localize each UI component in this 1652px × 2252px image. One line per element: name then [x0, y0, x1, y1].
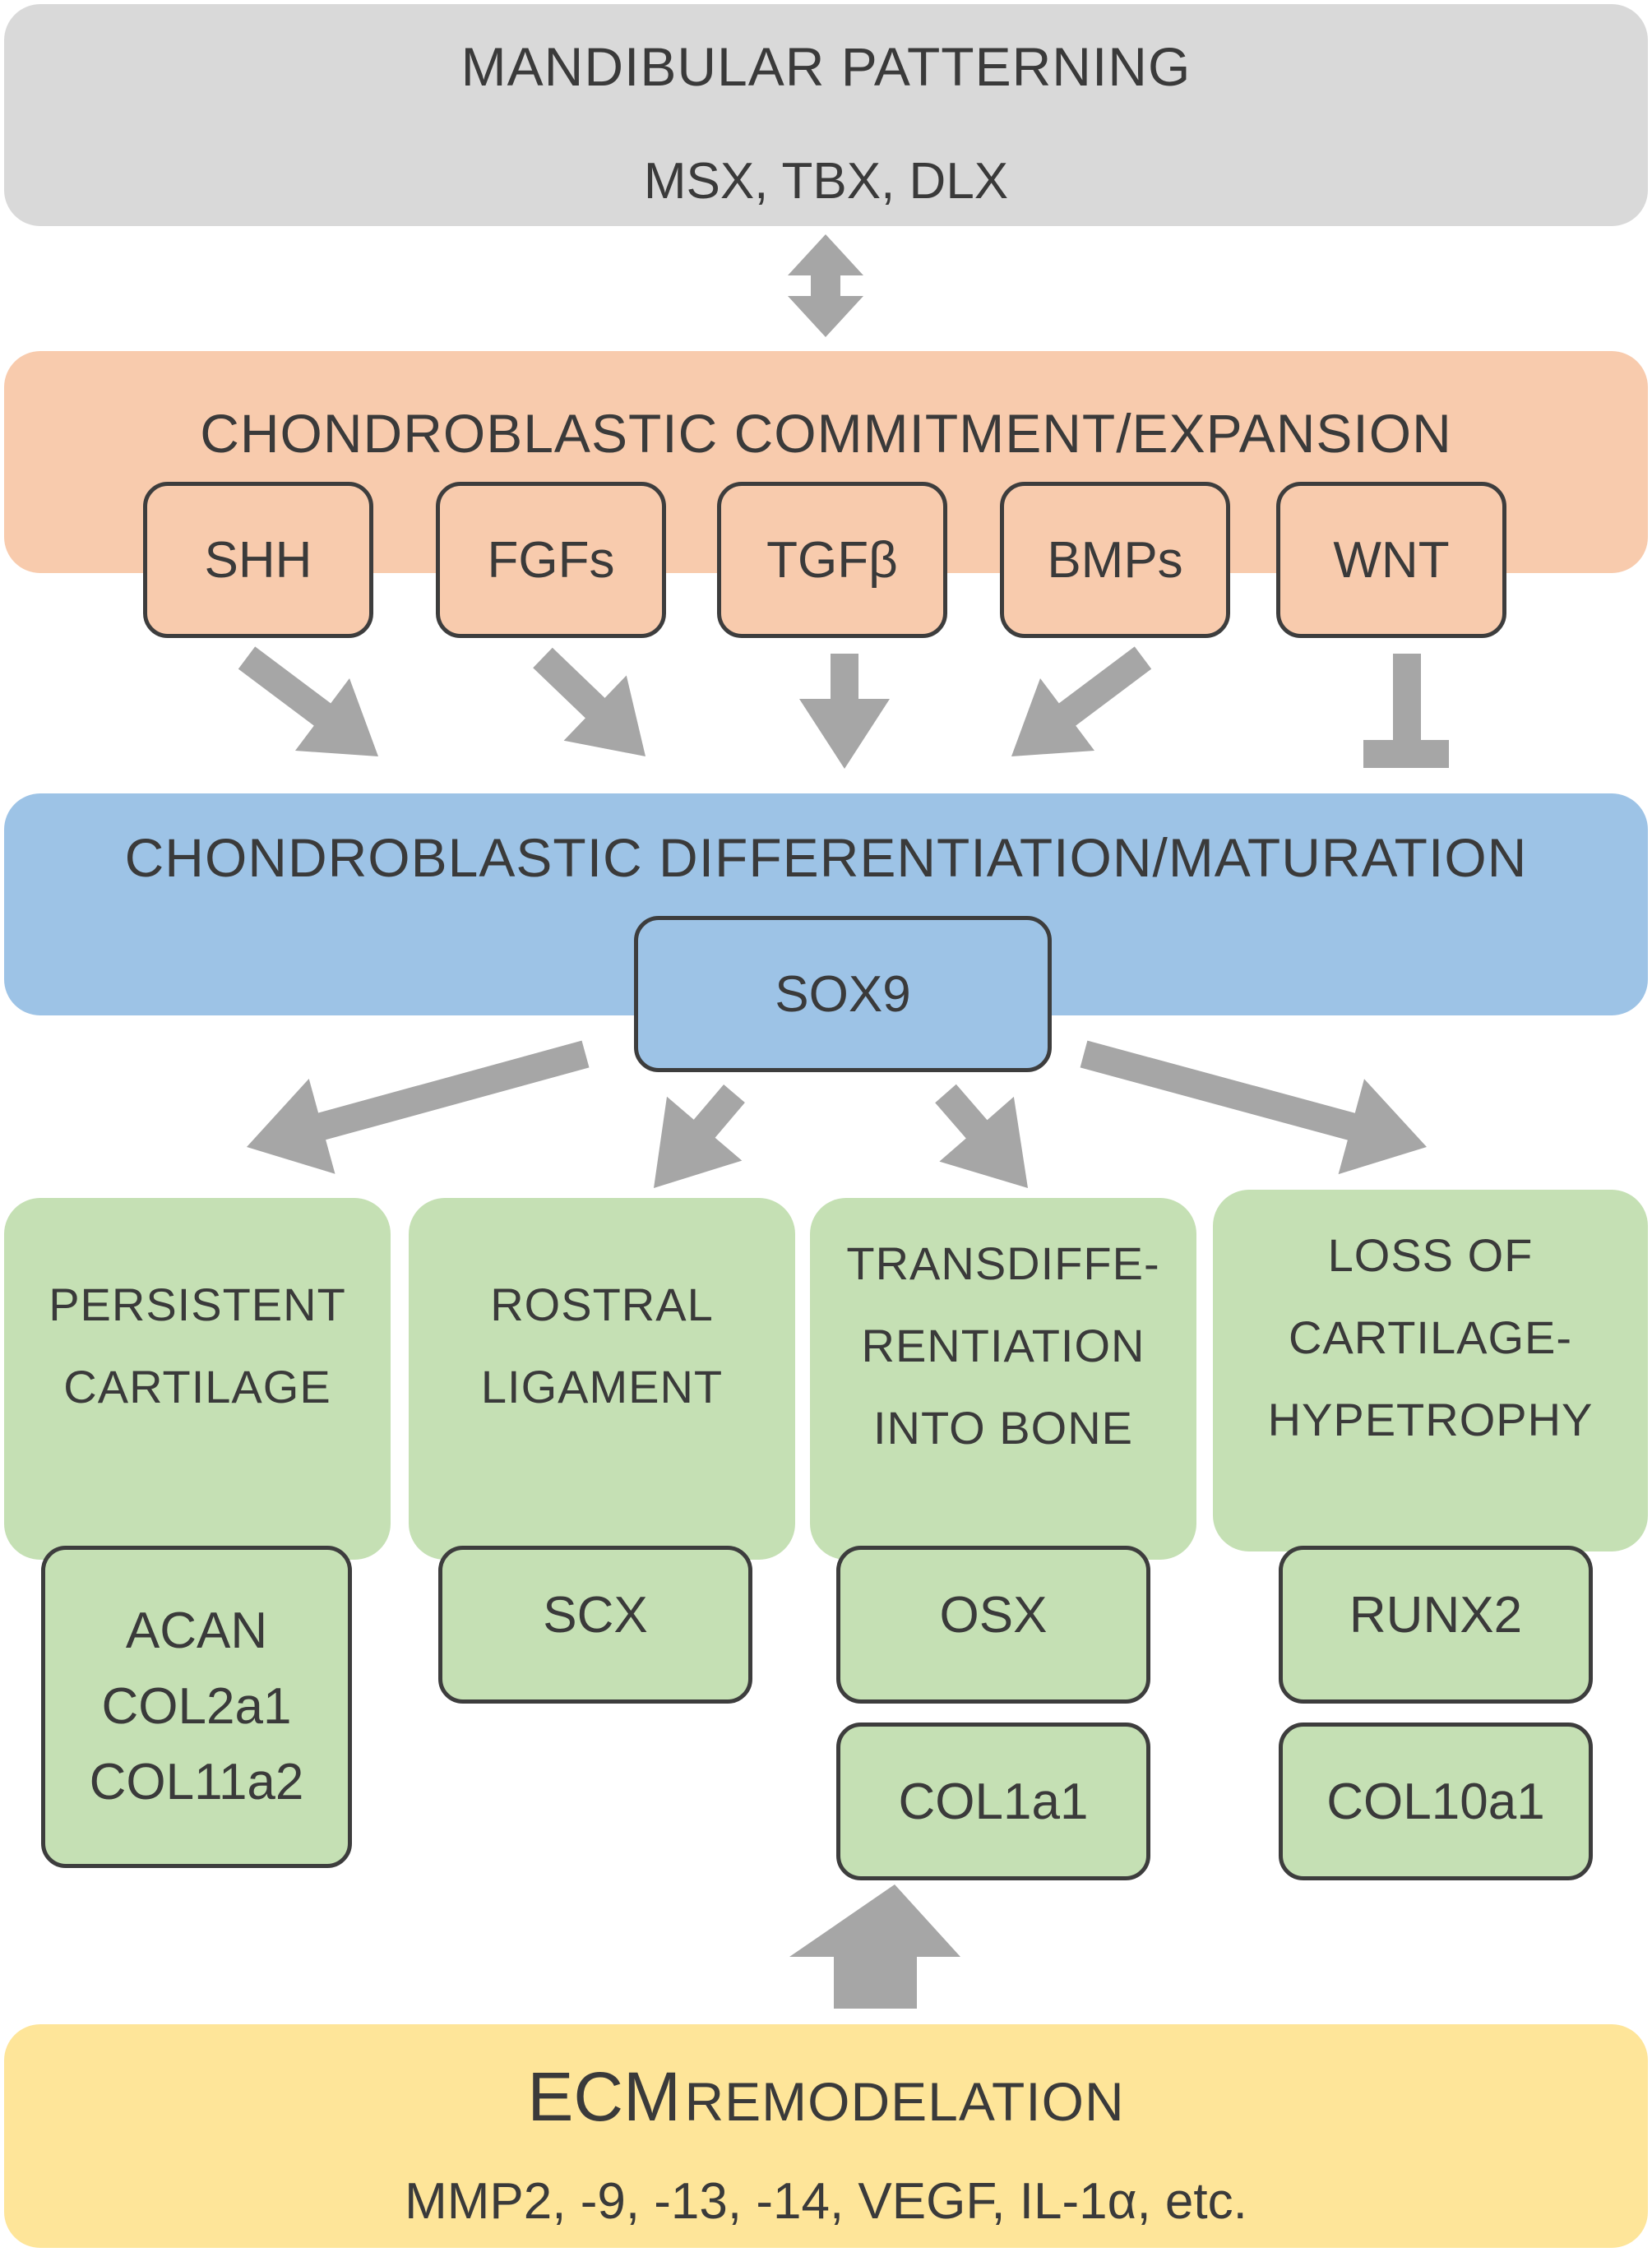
fate-persistent-cartilage: PERSISTENT CARTILAGE: [4, 1198, 391, 1560]
ecm-up-arrow: [789, 1884, 960, 2009]
marker-gene: RUNX2: [1349, 1586, 1523, 1644]
marker-gene: COL2a1: [101, 1678, 292, 1735]
double-arrow-patterning: [788, 234, 863, 337]
marker-gene: SCX: [543, 1586, 648, 1644]
marker-gene: OSX: [939, 1586, 1048, 1644]
marker-col1a1: COL1a1: [836, 1723, 1150, 1880]
patterning-panel: MANDIBULAR PATTERNING MSX, TBX, DLX: [4, 4, 1648, 226]
signal-arrow: [799, 654, 890, 769]
factor-tgfb: TGFβ: [717, 482, 947, 638]
fate-arrow: [654, 1084, 745, 1188]
factor-label: SHH: [204, 531, 312, 589]
patterning-title: MANDIBULAR PATTERNING: [460, 36, 1192, 97]
ecm-panel: ECM REMODELATION MMP2, -9, -13, -14, VEG…: [4, 2024, 1648, 2248]
factor-label: BMPs: [1047, 531, 1183, 589]
factor-bmps: BMPs: [1000, 482, 1230, 638]
fate-arrow: [247, 1040, 590, 1174]
differentiation-panel: CHONDROBLASTIC DIFFERENTIATION/MATURATIO…: [4, 793, 1648, 1015]
factor-label: FGFs: [487, 531, 615, 589]
fate-line: CARTILAGE-: [1288, 1311, 1573, 1363]
factor-fgfs: FGFs: [436, 482, 666, 638]
signal-arrow: [1011, 646, 1152, 756]
fate-line: TRANSDIFFE-: [846, 1237, 1160, 1289]
signal-arrow: [238, 646, 378, 756]
patterning-genes: MSX, TBX, DLX: [643, 153, 1009, 210]
marker-runx2: RUNX2: [1279, 1546, 1593, 1704]
marker-gene: COL10a1: [1326, 1773, 1545, 1830]
factor-label: TGFβ: [766, 531, 898, 589]
factor-wnt: WNT: [1276, 482, 1506, 638]
factor-label: SOX9: [775, 965, 911, 1023]
fate-arrow: [935, 1084, 1028, 1188]
marker-gene: COL1a1: [898, 1773, 1089, 1830]
factor-shh: SHH: [143, 482, 373, 638]
ecm-title-small: REMODELATION: [684, 2071, 1125, 2132]
fate-line: ROSTRAL: [490, 1279, 714, 1330]
marker-col10a1: COL10a1: [1279, 1723, 1593, 1880]
marker-scx: SCX: [438, 1546, 752, 1704]
marker-gene: ACAN: [125, 1602, 268, 1659]
markers-cartilage: ACAN COL2a1 COL11a2: [41, 1546, 352, 1868]
fate-line: RENTIATION: [861, 1320, 1145, 1371]
fate-hypertrophy: LOSS OF CARTILAGE- HYPETROPHY: [1213, 1190, 1648, 1551]
fate-line: INTO BONE: [872, 1402, 1133, 1454]
fate-transdifferentiation: TRANSDIFFE- RENTIATION INTO BONE: [810, 1198, 1196, 1560]
factor-label: WNT: [1333, 531, 1450, 589]
fate-line: CARTILAGE: [63, 1361, 331, 1413]
marker-osx: OSX: [836, 1546, 1150, 1704]
differentiation-title: CHONDROBLASTIC DIFFERENTIATION/MATURATIO…: [124, 827, 1528, 888]
commitment-title: CHONDROBLASTIC COMMITMENT/EXPANSION: [200, 403, 1452, 464]
fate-line: PERSISTENT: [49, 1279, 346, 1330]
fate-line: HYPETROPHY: [1267, 1394, 1594, 1445]
ecm-title: ECM REMODELATION: [4, 2057, 1648, 2137]
ecm-title-big: ECM: [527, 2058, 682, 2135]
fate-rostral-ligament: ROSTRAL LIGAMENT: [409, 1198, 795, 1560]
ecm-molecules: MMP2, -9, -13, -14, VEGF, IL-1α, etc.: [405, 2173, 1247, 2230]
signal-arrow: [533, 647, 646, 756]
fate-line: LIGAMENT: [480, 1361, 724, 1413]
wnt-inhibition: [1363, 654, 1449, 768]
factor-sox9: SOX9: [634, 916, 1052, 1072]
marker-gene: COL11a2: [89, 1754, 304, 1810]
fate-arrow: [1080, 1040, 1427, 1175]
fate-line: LOSS OF: [1327, 1229, 1534, 1281]
